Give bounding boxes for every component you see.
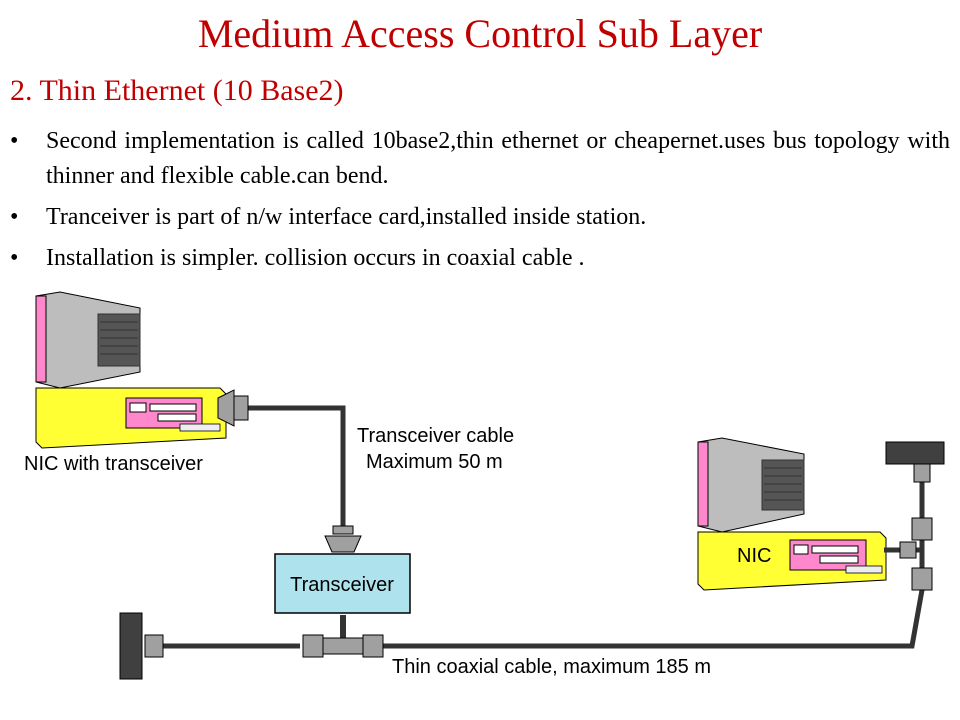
transceiver-cable-label: Transceiver cable <box>357 425 514 447</box>
monitor-vents <box>761 459 805 511</box>
thin-ethernet-diagram: Transceiver NIC with transceiver Transce… <box>24 291 945 680</box>
bullet-dot: • <box>10 245 19 271</box>
transceiver-cable <box>248 405 346 528</box>
bullet-dot: • <box>10 128 19 154</box>
left-terminator <box>119 612 164 680</box>
bullet-text: Tranceiver is part of n/w interface card… <box>46 204 647 230</box>
t-connector <box>302 615 384 658</box>
monitor-vents <box>97 313 141 367</box>
bullet-item: • Second implementation is called 10base… <box>10 124 950 194</box>
bullet-text: Installation is simpler. collision occur… <box>46 245 585 271</box>
bullet-list: • Second implementation is called 10base… <box>10 124 950 282</box>
coax-cable-label: Thin coaxial cable, maximum 185 m <box>392 656 711 678</box>
nic-with-transceiver-label: NIC with transceiver <box>24 453 203 475</box>
page-title: Medium Access Control Sub Layer <box>197 11 763 56</box>
cable-connector <box>324 525 362 553</box>
right-t-connector <box>884 517 933 591</box>
transceiver-label: Transceiver <box>290 574 394 596</box>
nic-label: NIC <box>737 545 771 567</box>
bullet-dot: • <box>10 204 19 230</box>
bullet-text: Second implementation is called 10base2,… <box>46 128 950 189</box>
computer-nic-with-transceiver <box>35 291 249 449</box>
bullet-item: • Installation is simpler. collision occ… <box>10 241 950 276</box>
transceiver-cable-max-label: Maximum 50 m <box>366 451 503 473</box>
bullet-item: • Tranceiver is part of n/w interface ca… <box>10 200 950 235</box>
right-terminator <box>885 441 945 483</box>
section-subtitle: 2. Thin Ethernet (10 Base2) <box>10 74 344 107</box>
computer-nic: NIC <box>697 437 887 591</box>
transceiver-box: Transceiver <box>274 553 411 614</box>
